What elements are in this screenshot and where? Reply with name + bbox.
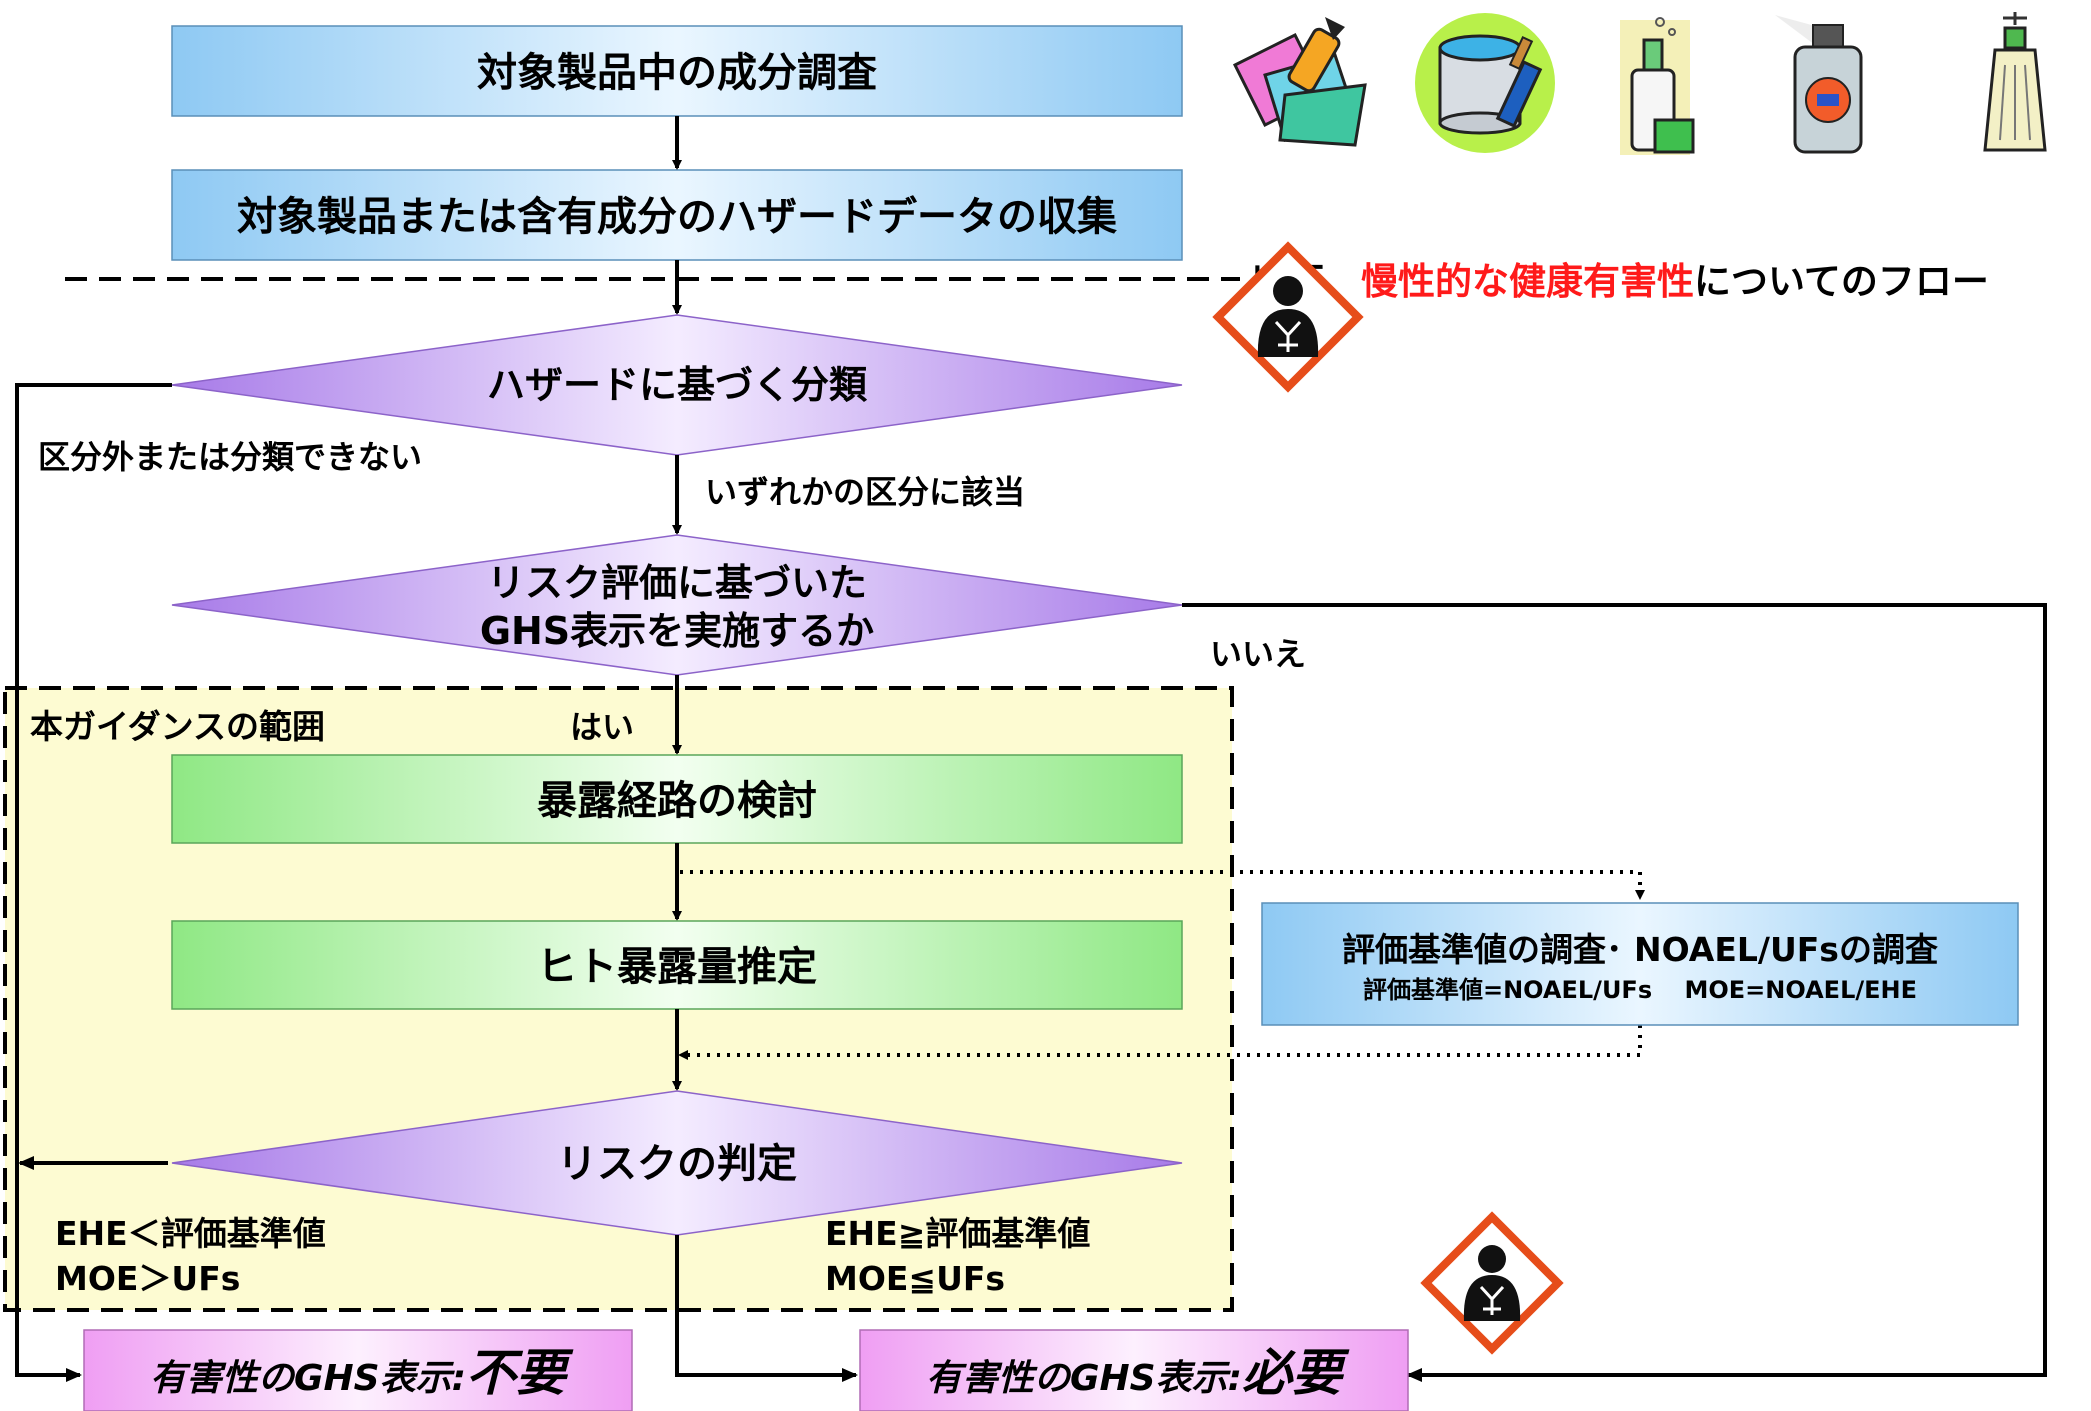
paint-can-icon [1415,13,1555,153]
decision-risk-based-ghs [171,534,1183,676]
right-condition-2: MOE≦UFs [825,1259,1005,1298]
step-human-exposure-label: ヒト暴露量推定 [537,944,817,990]
divider-note-suffix: についてのフロー [1694,260,1989,303]
decision1-yes-label: いずれかの区分に該当 [705,473,1025,511]
result-ghs-unneeded-label: 有害性のGHS表示:不要 [150,1344,574,1402]
step-exposure-route-label: 暴露経路の検討 [537,778,817,824]
glue-bottle-icon [1232,17,1367,147]
result-needed-prefix: 有害性のGHS表示: [926,1358,1242,1399]
dotted-link-to-side-box [680,870,1645,900]
step-hazard-data-box [171,169,1183,261]
result-unneeded-emph: 不要 [466,1344,574,1402]
divider-note-highlight: 慢性的な健康有害性 [1361,260,1694,303]
step-component-survey-label: 対象製品中の成分調査 [477,50,877,96]
step-human-exposure-box [171,920,1183,1010]
decision-hazard-classification-label: ハザードに基づく分類 [487,363,868,407]
decision2-yes-label: はい [570,708,634,746]
reference-value-survey-sub: 評価基準値=NOAEL/UFs MOE=NOAEL/EHE [1363,976,1917,1004]
right-condition-1: EHE≧評価基準値 [825,1214,1090,1253]
left-condition-1: EHE＜評価基準値 [55,1214,326,1253]
result-needed-emph: 必要 [1242,1344,1350,1402]
divider-note: 以下、慢性的な健康有害性についてのフロー [1250,260,1989,303]
path-high-risk-to-needed [675,1235,858,1382]
reference-value-survey-title: 評価基準値の調査･ NOAEL/UFsの調査 [1342,930,1938,969]
step-component-survey-box [171,25,1183,117]
scope-label: 本ガイダンスの範囲 [30,707,325,746]
decision2-no-label: いいえ [1210,635,1306,673]
dotted-link-from-side-box [678,1025,1642,1060]
result-ghs-unneeded-box [83,1329,633,1411]
decision-risk-based-ghs-line1: リスク評価に基づいた [487,561,867,605]
path-no-risk-based-to-needed [1182,603,2047,1382]
result-ghs-needed-box [859,1329,1409,1411]
detergent-bottle-icon [1620,17,1695,155]
ghs-health-hazard-icon [1212,241,1364,393]
result-ghs-needed-label: 有害性のGHS表示:必要 [926,1344,1350,1402]
decision-risk-based-ghs-line2: GHS表示を実施するか [480,609,874,653]
reference-value-survey-box [1261,902,2019,1026]
decision-risk-judgement-label: リスクの判定 [557,1141,797,1187]
path-not-classified-to-unneeded [15,383,172,1382]
step-exposure-route-box [171,754,1183,844]
spray-can-icon [1775,15,1863,154]
result-unneeded-prefix: 有害性のGHS表示: [150,1358,466,1399]
ghs-health-hazard-icon [1420,1211,1564,1355]
decision1-no-label: 区分外または分類できない [38,438,422,476]
step-hazard-data-label: 対象製品または含有成分のハザードデータの収集 [237,194,1117,240]
left-condition-2: MOE＞UFs [55,1259,240,1298]
dropper-bottle-icon [1983,12,2047,152]
